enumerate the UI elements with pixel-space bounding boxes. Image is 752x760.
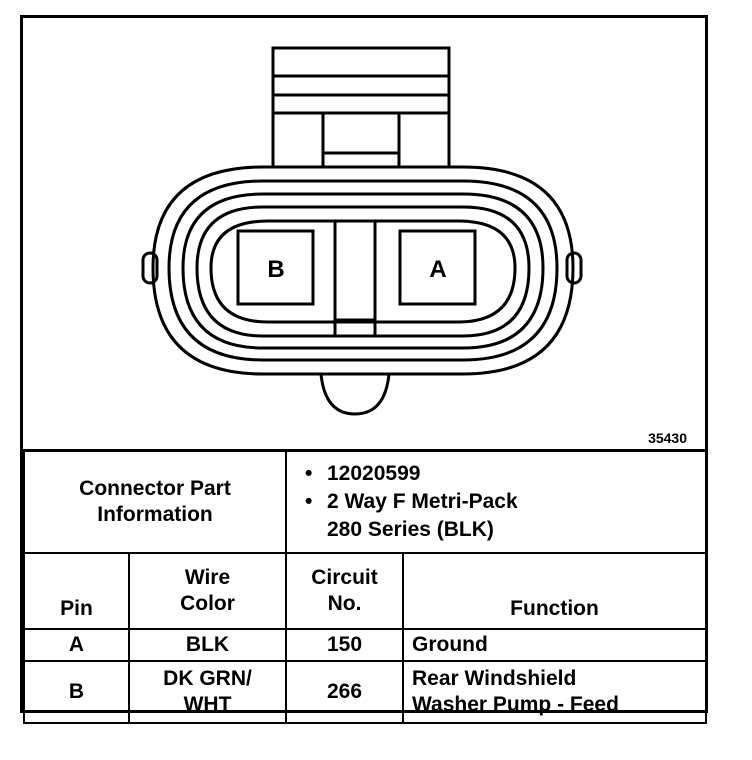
cell-circuit: 266 bbox=[285, 660, 404, 724]
shell-ring-4 bbox=[195, 205, 531, 338]
header-pin: Pin bbox=[23, 552, 130, 630]
connector-diagram-frame: B A 35430 Connector Part Information 120… bbox=[20, 15, 708, 724]
bottom-tab bbox=[319, 373, 391, 416]
cell-function: Ground bbox=[402, 628, 707, 662]
connector-illustration: B A 35430 bbox=[23, 18, 705, 452]
part-info-label: Connector Part Information bbox=[23, 449, 287, 554]
part-number: 12020599 bbox=[305, 460, 697, 488]
pin-label-b: B bbox=[267, 256, 284, 283]
pin-label-a: A bbox=[429, 256, 446, 283]
table-row: A BLK 150 Ground bbox=[23, 628, 707, 662]
table-header-row: Pin Wire Color Circuit No. Function bbox=[23, 552, 707, 630]
shell-ring-3 bbox=[181, 192, 545, 350]
header-function: Function bbox=[402, 552, 707, 630]
cavity-a bbox=[398, 229, 477, 306]
figure-number: 35430 bbox=[648, 430, 687, 446]
latch-leg-right bbox=[397, 111, 451, 169]
side-bump-right bbox=[565, 251, 583, 285]
header-circuit-no: Circuit No. bbox=[285, 552, 404, 630]
latch-leg-left bbox=[271, 111, 325, 169]
side-bump-left bbox=[141, 251, 159, 285]
connector-info-table: Connector Part Information 12020599 2 Wa… bbox=[23, 449, 707, 724]
part-info-values: 12020599 2 Way F Metri-Pack 280 Series (… bbox=[285, 449, 707, 554]
key-slot bbox=[333, 220, 377, 338]
header-wire-color: Wire Color bbox=[128, 552, 287, 630]
shell-inner bbox=[209, 219, 517, 324]
connector-face-drawing: B A bbox=[141, 46, 583, 416]
cell-wire-color: DK GRN/ WHT bbox=[128, 660, 287, 724]
latch-top bbox=[271, 46, 451, 78]
cell-pin: B bbox=[23, 660, 130, 724]
cell-function: Rear Windshield Washer Pump - Feed bbox=[402, 660, 707, 724]
cell-pin: A bbox=[23, 628, 130, 662]
cell-circuit: 150 bbox=[285, 628, 404, 662]
part-description: 2 Way F Metri-Pack 280 Series (BLK) bbox=[305, 488, 697, 544]
cavity-b bbox=[236, 229, 315, 306]
shell-ring-2 bbox=[167, 179, 559, 362]
part-info-row: Connector Part Information 12020599 2 Wa… bbox=[23, 449, 707, 554]
cell-wire-color: BLK bbox=[128, 628, 287, 662]
shell-outer bbox=[151, 165, 575, 376]
table-row: B DK GRN/ WHT 266 Rear Windshield Washer… bbox=[23, 660, 707, 724]
